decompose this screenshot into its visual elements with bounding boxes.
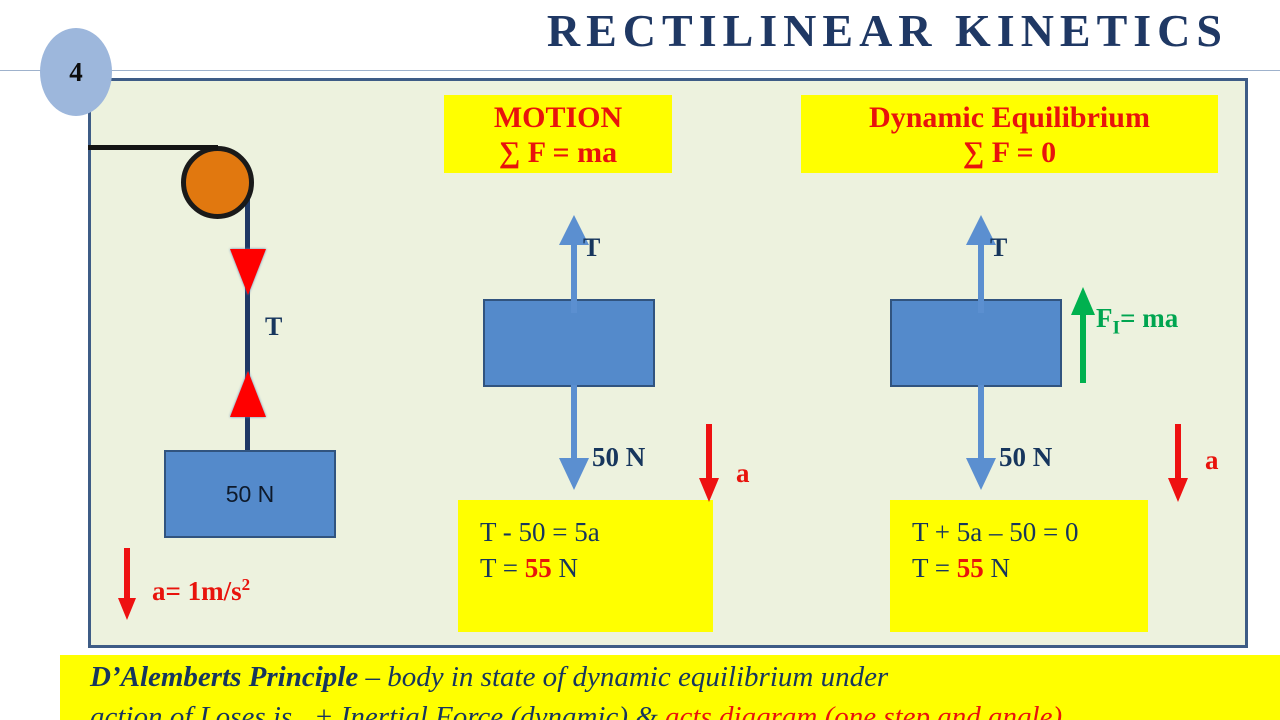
acceleration-arrow-left-icon bbox=[118, 548, 136, 620]
motion-equation-2-prefix: T = bbox=[480, 553, 525, 584]
principle-banner: D’Alemberts Principle – body in state of… bbox=[60, 655, 1280, 720]
motion-equation-2-suffix: N bbox=[551, 553, 578, 584]
motion-header-title: MOTION bbox=[493, 101, 623, 134]
motion-equation-1-text: T - 50 = 5a bbox=[480, 517, 600, 547]
weight-arrow-motion-icon bbox=[559, 385, 589, 490]
tension-arrow-dyneq-icon bbox=[966, 215, 996, 313]
motion-tension-label: T bbox=[583, 233, 601, 262]
motion-acceleration-label: a bbox=[736, 458, 750, 488]
principle-term: D’Alemberts Principle bbox=[90, 661, 359, 693]
dyneq-equation-line-2: T = 55 N bbox=[912, 550, 1148, 586]
motion-header-equation: ∑ F = ma bbox=[498, 135, 618, 169]
inertia-force-expression: = ma bbox=[1120, 303, 1179, 333]
inertia-force-label: FI= ma bbox=[1096, 303, 1178, 339]
page-title: RECTILINEAR KINETICS bbox=[546, 5, 1228, 56]
title-divider bbox=[0, 70, 1280, 71]
title-bar: RECTILINEAR KINETICS bbox=[0, 0, 1280, 70]
inertia-force-symbol: F bbox=[1096, 303, 1113, 333]
motion-equation-line-1: T - 50 = 5a bbox=[480, 514, 713, 550]
principle-line2-text: action of Loses is.. + Inertial Force (d… bbox=[90, 701, 666, 720]
pulley-acceleration-label: a= 1m/s2 bbox=[152, 575, 250, 607]
motion-free-body-block bbox=[483, 299, 655, 387]
weight-arrow-dyneq-icon bbox=[966, 385, 996, 490]
pulley-acceleration-exponent: 2 bbox=[241, 575, 251, 594]
slide-number-badge: 4 bbox=[40, 28, 112, 116]
rope-vertical-segment bbox=[245, 180, 250, 455]
acceleration-arrow-dyneq-icon bbox=[1168, 424, 1188, 502]
pulley-tension-label: T bbox=[265, 312, 283, 341]
motion-header-box: MOTION ∑ F = ma bbox=[444, 95, 672, 173]
dyneq-acceleration-label: a bbox=[1205, 445, 1219, 475]
hanging-block: 50 N bbox=[164, 450, 336, 538]
dyneq-equation-line-1: T + 5a – 50 = 0 bbox=[912, 514, 1148, 550]
pulley-wheel-icon bbox=[181, 146, 254, 219]
dyneq-tension-label: T bbox=[990, 233, 1008, 262]
pulley-acceleration-value: a= 1m/s bbox=[152, 576, 242, 606]
motion-equation-box: T - 50 = 5a T = 55 N bbox=[458, 500, 713, 632]
dyneq-weight-label: 50 N bbox=[999, 442, 1053, 472]
hanging-block-weight-label: 50 N bbox=[225, 480, 275, 507]
dyneq-equation-2-suffix: N bbox=[983, 553, 1010, 584]
dyneq-equation-1-text: T + 5a – 50 = 0 bbox=[912, 517, 1079, 547]
motion-weight-label: 50 N bbox=[592, 442, 646, 472]
inertia-force-arrow-icon bbox=[1071, 287, 1095, 383]
dynamic-equilibrium-header-box: Dynamic Equilibrium ∑ F = 0 bbox=[801, 95, 1218, 173]
tension-arrow-up-icon bbox=[230, 371, 266, 417]
dyneq-equation-2-result: 55 bbox=[956, 553, 984, 584]
acceleration-arrow-motion-icon bbox=[699, 424, 719, 502]
dyneq-free-body-block bbox=[890, 299, 1062, 387]
dyneq-equation-box: T + 5a – 50 = 0 T = 55 N bbox=[890, 500, 1148, 632]
tension-arrow-motion-icon bbox=[559, 215, 589, 313]
tension-arrow-down-icon bbox=[230, 249, 266, 295]
principle-banner-line-2: action of Loses is.. + Inertial Force (d… bbox=[90, 701, 1062, 720]
principle-definition: – body in state of dynamic equilibrium u… bbox=[358, 661, 889, 693]
principle-line2-red-text: acts diagram (one step and angle) bbox=[665, 701, 1063, 720]
rope-horizontal-segment bbox=[88, 145, 218, 150]
motion-equation-2-result: 55 bbox=[524, 553, 552, 584]
dynamic-equilibrium-header-title: Dynamic Equilibrium bbox=[869, 101, 1150, 134]
dyneq-equation-2-prefix: T = bbox=[912, 553, 957, 584]
motion-equation-line-2: T = 55 N bbox=[480, 550, 713, 586]
inertia-force-subscript: I bbox=[1112, 317, 1121, 339]
principle-banner-line-1: D’Alemberts Principle – body in state of… bbox=[90, 661, 888, 694]
dynamic-equilibrium-header-equation: ∑ F = 0 bbox=[962, 135, 1057, 169]
slide-number-text: 4 bbox=[69, 56, 83, 87]
